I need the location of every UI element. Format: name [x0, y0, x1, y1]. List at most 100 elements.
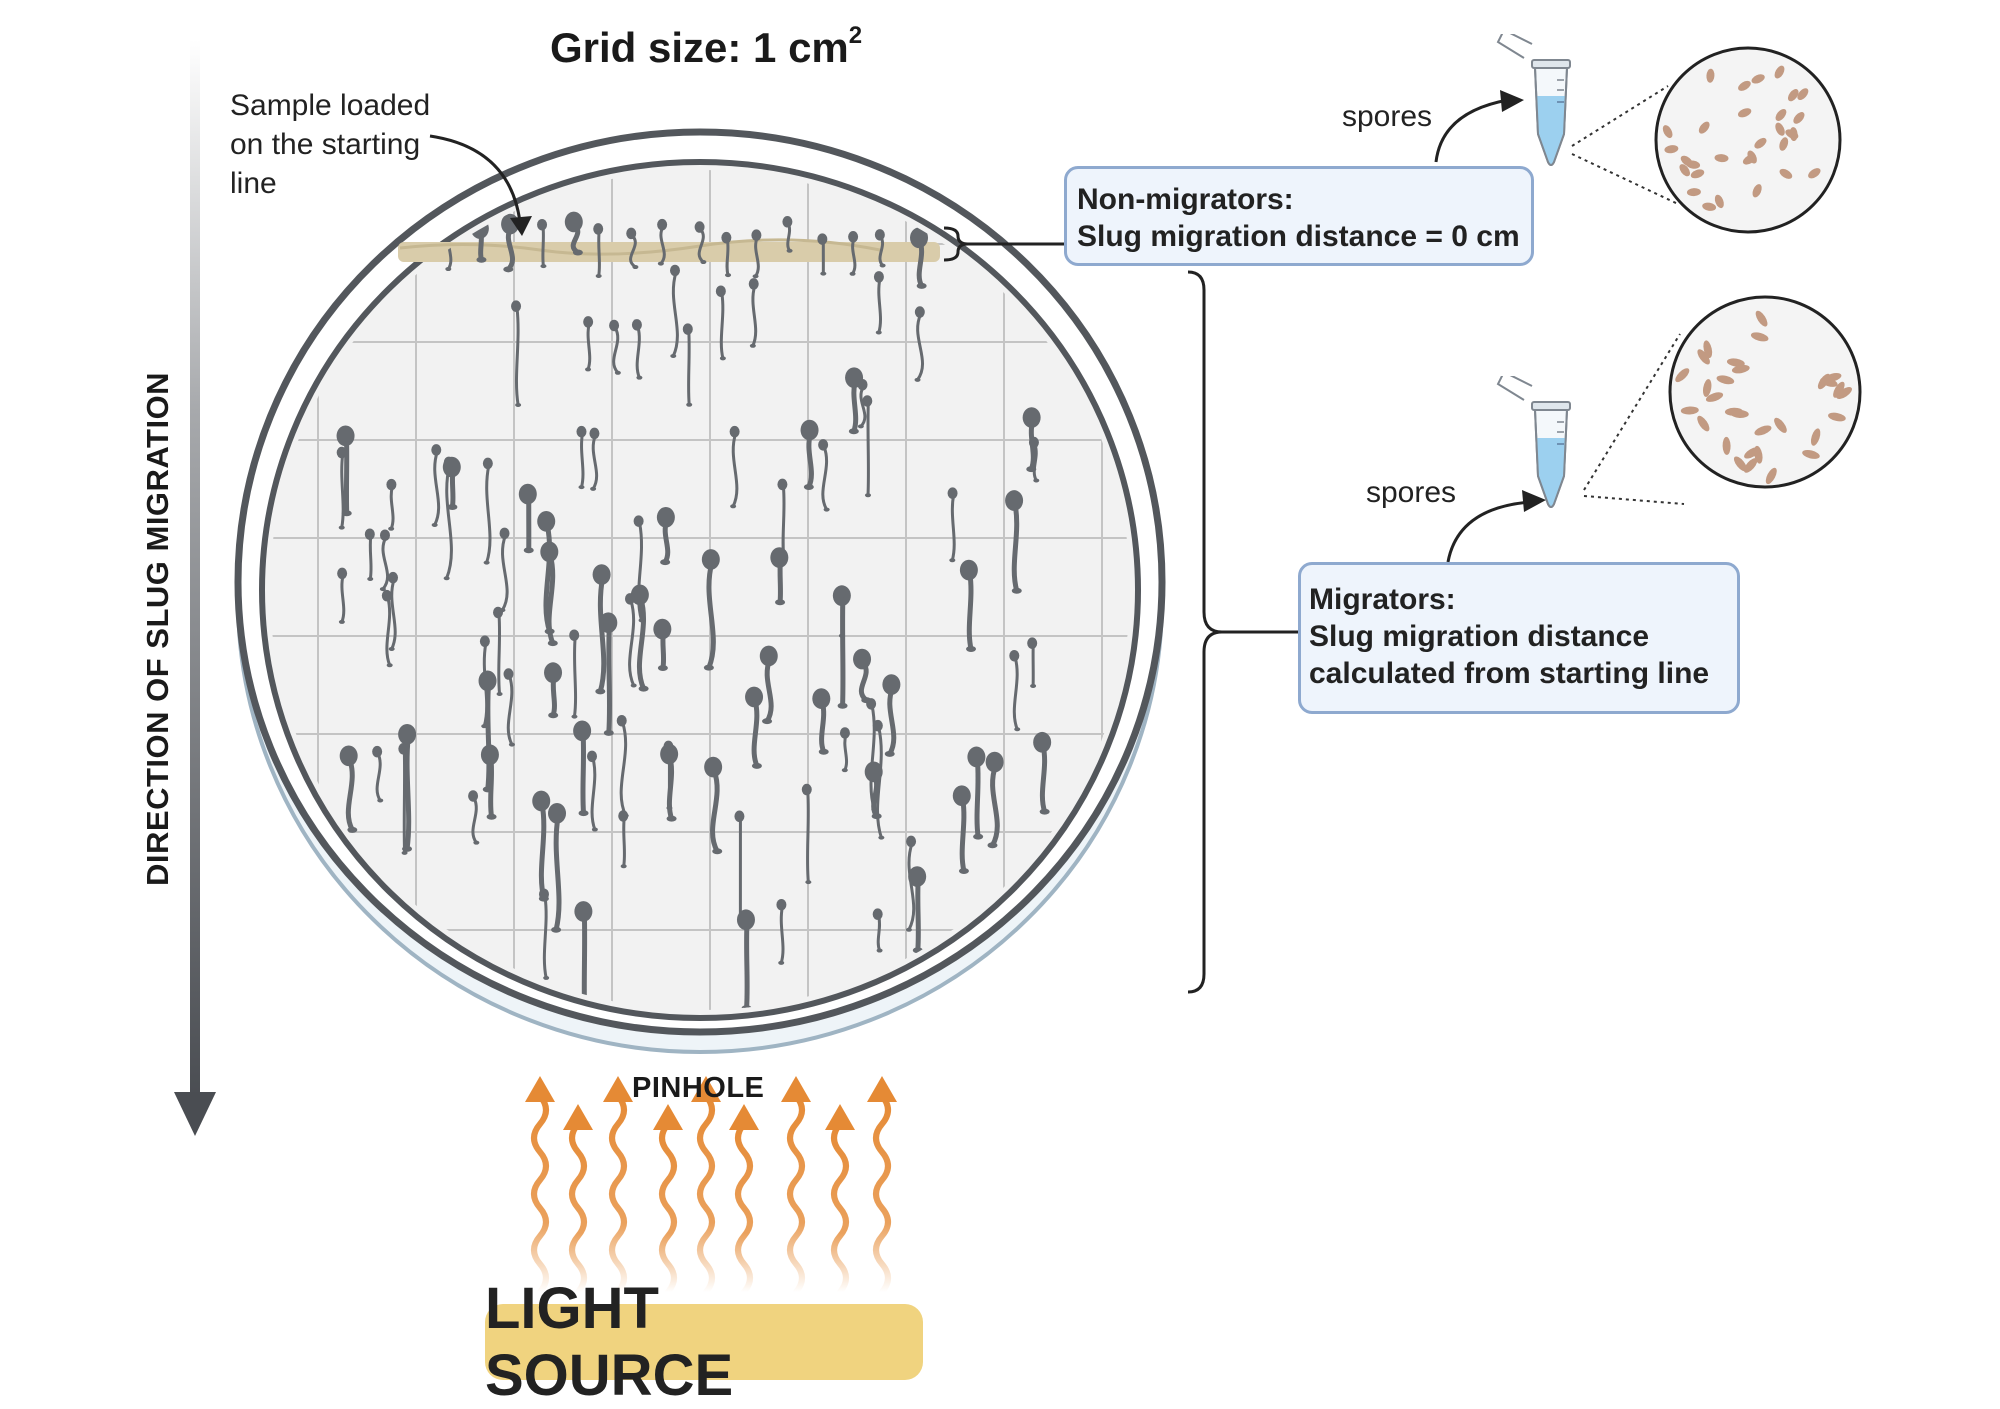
spore-icon: [1733, 456, 1747, 472]
fruiting-body-icon: [379, 529, 390, 592]
fruiting-body-icon: [576, 425, 587, 490]
spore-icon: [1747, 150, 1757, 164]
spore-icon: [1797, 88, 1809, 101]
fruiting-body-icon: [985, 751, 1004, 849]
wavy-light-arrow-icon: [825, 1104, 855, 1295]
fruiting-body-icon: [503, 668, 515, 747]
fruiting-body-icon: [704, 756, 723, 855]
fruiting-body-icon: [745, 686, 764, 769]
fruiting-body-icon: [593, 223, 604, 278]
spore-icon: [1810, 428, 1821, 446]
sample-note-line: on the starting: [230, 128, 421, 161]
spore-icon: [1730, 409, 1749, 418]
spore-icon: [1836, 387, 1852, 400]
fruiting-body-icon: [381, 589, 393, 668]
fruiting-body-icon: [653, 618, 672, 672]
fruiting-body-icon: [398, 723, 417, 852]
fruiting-body-icon: [511, 300, 522, 408]
petri-dish-icon: [234, 128, 1166, 1054]
fruiting-body-icon: [839, 727, 850, 773]
wavy-light-arrow-icon: [563, 1104, 593, 1295]
spore-icon: [1686, 188, 1701, 197]
fruiting-body-icon: [873, 271, 884, 335]
spore-icon: [1664, 145, 1679, 154]
spore-icon: [1706, 68, 1715, 83]
spore-icon: [1833, 381, 1845, 398]
spore-icon: [1714, 194, 1724, 209]
fruiting-body-icon: [874, 229, 886, 268]
migrators-box: Migrators: Slug migration distance calcu…: [1298, 562, 1740, 714]
fruiting-body-icon: [482, 457, 493, 565]
fruiting-body-icon: [835, 586, 846, 638]
fruiting-body-icon: [721, 231, 732, 278]
tube-bottom-icon: [1497, 376, 1571, 508]
non-migrators-heading: Non-migrators:: [1077, 183, 1294, 216]
spore-icon: [1716, 375, 1735, 385]
spore-icon: [1793, 112, 1805, 124]
fruiting-body-icon: [499, 527, 510, 613]
fruiting-body-icon: [801, 783, 812, 885]
spore-icon: [1774, 65, 1785, 79]
migrators-brace-icon: [1187, 270, 1223, 994]
grid-size-title: Grid size: 1 cm2: [550, 22, 863, 72]
fruiting-body-icon: [770, 547, 789, 606]
fruiting-body-icon: [544, 662, 563, 719]
fruiting-body-icon: [468, 790, 480, 845]
fruiting-body-icon: [817, 233, 828, 276]
fruiting-body-icon: [872, 719, 885, 840]
fruiting-body-icon: [386, 478, 397, 531]
migrators-line: Slug migration distance: [1309, 620, 1650, 653]
fruiting-body-icon: [748, 278, 759, 348]
fruiting-body-icon: [751, 229, 762, 279]
fruiting-body-icon: [443, 456, 454, 581]
fruiting-body-icon: [952, 785, 971, 875]
fruiting-body-icon: [1005, 490, 1024, 594]
pinhole-label: PINHOLE: [632, 1072, 765, 1104]
spore-icon: [1789, 127, 1798, 142]
fruiting-body-icon: [1022, 407, 1041, 473]
spore-icon: [1828, 412, 1846, 422]
spore-icon: [1686, 160, 1701, 169]
light-source-box: LIGHT SOURCE: [485, 1276, 923, 1408]
spore-icon: [1703, 340, 1713, 359]
sample-note-arrow: [429, 134, 522, 223]
fruiting-body-icon: [656, 506, 675, 566]
fruiting-body-icon: [862, 395, 873, 498]
sample-band: [398, 242, 940, 262]
fruiting-bodies: [336, 211, 1052, 1010]
fruiting-body-icon: [800, 419, 819, 490]
spore-icon: [1738, 80, 1751, 91]
fruiting-body-icon: [372, 745, 384, 803]
fruiting-body-icon: [624, 593, 637, 688]
spore-icon: [1697, 415, 1710, 432]
spore-icon: [1744, 458, 1758, 473]
spore-icon: [1679, 164, 1691, 177]
spore-icon: [1705, 392, 1724, 402]
spore-icon: [1714, 154, 1729, 163]
fruiting-body-icon: [569, 629, 580, 719]
light-source-label: LIGHT SOURCE: [485, 1276, 734, 1408]
spore-icon: [1744, 447, 1761, 459]
fruiting-body-icon: [364, 528, 375, 581]
fruiting-body-icon: [587, 750, 598, 832]
fruiting-body-icon: [663, 740, 674, 811]
spore-icon: [1703, 379, 1712, 397]
spore-icon: [1808, 168, 1821, 179]
fruiting-body-icon: [701, 549, 720, 671]
spores-bottom-arrow: [1446, 500, 1531, 563]
down-arrow-icon: [174, 1092, 216, 1136]
spore-icon: [1820, 377, 1838, 387]
fruiting-body-icon: [548, 802, 567, 933]
title-text: Grid size: 1 cm: [550, 24, 849, 71]
fruiting-body-icon: [947, 487, 958, 563]
spore-icon: [1698, 121, 1710, 134]
fruiting-body-icon: [336, 446, 347, 530]
spore-icon: [1754, 137, 1767, 149]
spore-icon: [1675, 368, 1690, 383]
spore-icon: [1680, 406, 1699, 415]
spore-icon: [1722, 436, 1731, 455]
sample-note: Sample loaded on the starting line: [230, 86, 430, 203]
title-superscript: 2: [848, 22, 863, 49]
fruiting-body-icon: [573, 720, 592, 817]
fruiting-body-icon: [857, 378, 868, 429]
